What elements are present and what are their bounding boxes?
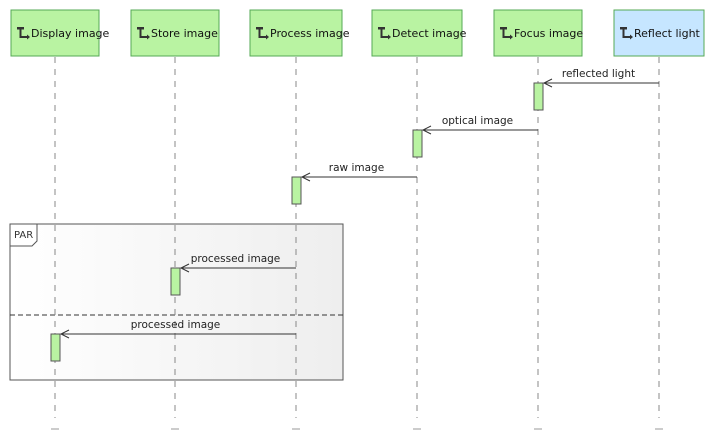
component-icon bbox=[620, 27, 633, 40]
message-label: raw image bbox=[329, 162, 384, 174]
component-icon bbox=[256, 27, 269, 40]
participant-box-reflect bbox=[613, 9, 705, 57]
message-label: processed image bbox=[131, 319, 221, 331]
activation-bar-detect bbox=[412, 129, 423, 158]
participant-focus: Focus image bbox=[493, 9, 583, 57]
arrow-head-icon bbox=[421, 125, 432, 135]
activation-bar-focus bbox=[533, 82, 544, 111]
component-icon bbox=[137, 27, 150, 40]
participant-box-store bbox=[130, 9, 220, 57]
message-2: optical image bbox=[421, 115, 538, 135]
par-group: PAR bbox=[9, 223, 344, 381]
participant-process: Process image bbox=[249, 9, 350, 57]
arrow-head-icon bbox=[59, 329, 70, 339]
component-icon bbox=[17, 27, 30, 40]
participant-label-display: Display image bbox=[31, 27, 110, 40]
component-icon bbox=[378, 27, 391, 40]
message-5: processed image bbox=[59, 319, 296, 339]
participant-reflect: Reflect light bbox=[613, 9, 705, 57]
component-icon bbox=[500, 27, 513, 40]
participant-label-focus: Focus image bbox=[514, 27, 583, 40]
participant-box-display bbox=[10, 9, 100, 57]
activation-bars bbox=[50, 82, 544, 362]
participant-label-detect: Detect image bbox=[392, 27, 467, 40]
activation-bar-process bbox=[291, 176, 302, 205]
par-group-label: PAR bbox=[14, 230, 33, 241]
participant-display: Display image bbox=[10, 9, 110, 57]
message-label: optical image bbox=[442, 115, 513, 127]
messages: reflected light optical image raw image pro… bbox=[59, 68, 659, 339]
participant-label-reflect: Reflect light bbox=[634, 27, 701, 40]
participant-box-process bbox=[249, 9, 343, 57]
par-group-tab bbox=[9, 223, 38, 247]
message-label: reflected light bbox=[562, 68, 635, 80]
arrow-head-icon bbox=[542, 78, 553, 88]
lifelines bbox=[54, 57, 660, 418]
participant-box-detect bbox=[371, 9, 463, 57]
arrow-head-icon bbox=[179, 263, 190, 273]
participant-label-process: Process image bbox=[270, 27, 350, 40]
message-3: raw image bbox=[300, 162, 417, 182]
message-1: reflected light bbox=[542, 68, 659, 88]
par-group-frame bbox=[9, 223, 344, 381]
participant-store: Store image bbox=[130, 9, 220, 57]
participant-detect: Detect image bbox=[371, 9, 467, 57]
arrow-head-icon bbox=[300, 172, 311, 182]
participant-box-focus bbox=[493, 9, 583, 57]
activation-bar-store bbox=[170, 267, 181, 296]
activation-bar-display bbox=[50, 333, 61, 362]
message-label: processed image bbox=[191, 253, 281, 265]
participants: Display image Store image Process image Det… bbox=[10, 9, 705, 57]
message-4: processed image bbox=[179, 253, 296, 273]
participant-label-store: Store image bbox=[151, 27, 218, 40]
